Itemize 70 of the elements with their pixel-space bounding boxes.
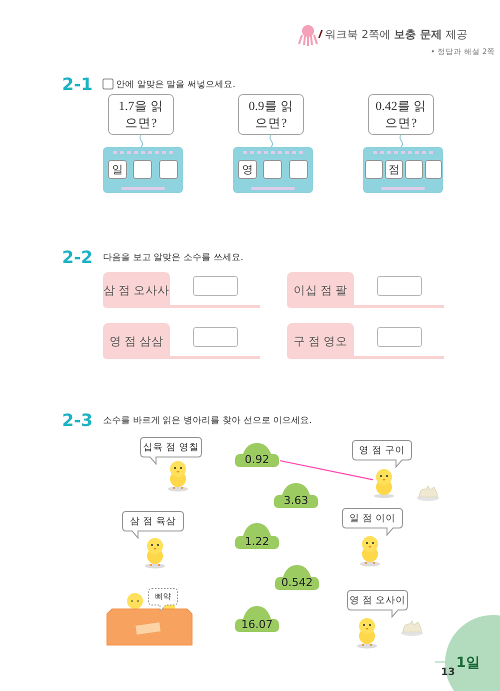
cloud-shape [234,522,280,550]
node-text: 영 점 삼삼 [108,334,164,350]
cloud-shape [273,482,319,509]
bubble-tail [399,134,404,148]
speech-bubble [238,94,304,135]
speech-bubble [342,508,403,536]
answer-box [263,160,282,179]
label-tab [287,323,444,359]
answer-box [405,160,423,179]
header-note: 워크북 2쪽에 보충 문제 제공 [325,26,468,42]
node-text: 0.92 [244,452,270,467]
answer-box [425,160,442,179]
node-text: 0.9를 읽으면? [248,98,294,132]
speech-bubble [352,440,412,468]
node-text: 영 점 오사이 [348,594,407,608]
letter-tile [238,160,257,179]
node-text: 점 [388,163,400,178]
node-text: 16.07 [240,617,274,632]
speech-bubble [122,511,184,539]
instruction-text: 소수를 바르게 읽은 병아리를 찾아 선으로 이으세요. [103,414,314,428]
node-text: 영 점 구이 [358,444,406,458]
node-text: 삼 점 오사사 [103,284,170,298]
node-text: 이십 점 팔 [292,284,348,298]
node-text: 0.42를 읽으면? [375,98,427,132]
answer-box [159,160,178,179]
problem-number: 2-2 [62,248,94,268]
answer-box [193,327,238,347]
node-text: 삐약 [154,591,172,603]
node-text: 1.7을 읽으면? [118,98,164,132]
node-text: 1일 [455,654,481,673]
speech-bubble [368,94,434,135]
speech-bubble [148,588,178,612]
card-drawing [103,147,183,193]
letter-tile [385,160,403,179]
node-text: 구 점 영오 [292,334,348,350]
node-text: 일 점 이이 [348,512,397,526]
node-text: 십육 점 영칠 [142,440,200,454]
node-text: 3.63 [282,493,310,508]
answer-box [133,160,152,179]
answer-box [377,327,422,347]
node-text: 영 [241,163,254,178]
problem-number: 2-3 [62,411,94,431]
instruction-text: 안에 알맞은 말을 써넣으세요. [116,78,236,92]
connecting-line [280,460,374,480]
node-text: 일 [111,163,124,178]
instruction-text: 다음을 보고 알맞은 소수를 쓰세요. [103,252,244,264]
label-tab [287,272,444,308]
answer-box [377,276,422,296]
speech-bubble [347,590,408,618]
speech-bubble [108,94,174,135]
letter-tile [108,160,127,179]
label-tab [103,323,260,359]
node-text: 1.22 [244,534,270,549]
answer-box [365,160,383,179]
node-text: 0.542 [280,575,314,590]
cloud-shape [274,564,320,591]
chick-drawing [373,467,395,498]
card-drawing [233,147,313,193]
answer-box [289,160,308,179]
page-number: 13 [440,666,456,680]
problem-number: 2-1 [62,75,94,95]
answer-box [193,276,238,296]
cloud-shape [234,442,280,468]
card-drawing [363,147,443,193]
bubble-tail [269,134,274,148]
cloud-shape [234,605,280,633]
label-tab [103,272,260,308]
node-text: 삼 점 육삼 [128,514,178,528]
speech-bubble [140,437,202,465]
bubble-tail [139,134,144,148]
